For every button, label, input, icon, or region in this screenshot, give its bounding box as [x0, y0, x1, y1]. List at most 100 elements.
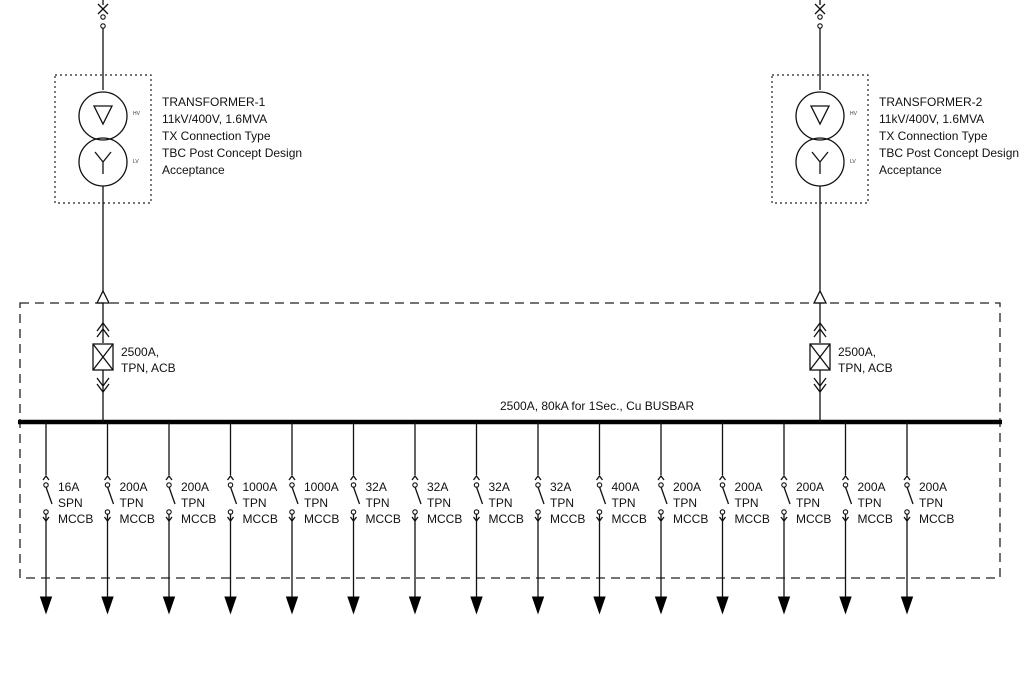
feeder-12: 200A TPN MCCB	[716, 422, 770, 615]
mccb-blade	[844, 486, 853, 505]
mccb-contact	[412, 482, 418, 488]
isolator-contact	[100, 14, 106, 20]
switchboard-structure: 2500A, 80kA for 1Sec., Cu BUSBAR	[18, 302, 1002, 579]
mccb-blade	[45, 486, 53, 505]
mccb-contact	[781, 509, 787, 515]
feeder-rating: 200A	[858, 480, 886, 494]
outgoing-arrow	[347, 596, 360, 615]
feeder-poles: TPN	[489, 496, 513, 510]
mccb-contact	[535, 509, 541, 515]
feeder-rating: 1000A	[243, 480, 278, 494]
mccb-blade	[537, 486, 545, 505]
outgoing-arrow	[285, 596, 299, 615]
drawout-contact-top	[813, 321, 827, 338]
drawout-contact-bottom	[813, 377, 827, 394]
mccb-contact	[43, 482, 49, 488]
mccb-contact	[289, 509, 295, 515]
incomer-type: TPN, ACB	[838, 361, 893, 375]
feeder-poles: TPN	[919, 496, 943, 510]
feeder-rating: 200A	[735, 480, 763, 494]
isolator-contact	[100, 23, 106, 29]
feeder-rating: 32A	[427, 480, 448, 494]
drawout-contact-bottom	[96, 377, 110, 394]
mccb-arc-top	[103, 474, 112, 481]
feeder-poles: TPN	[304, 496, 328, 510]
mccb-contact	[289, 482, 295, 488]
transformer-label-line: TX Connection Type	[162, 129, 271, 143]
mccb-blade	[414, 486, 422, 505]
mccb-arc-top	[165, 474, 173, 481]
transformer-label-line: TX Connection Type	[879, 129, 988, 143]
isolator-contact	[817, 14, 823, 20]
mccb-arc-top	[42, 474, 50, 481]
mccb-arc-top	[718, 474, 727, 481]
mccb-contact	[350, 482, 357, 488]
mccb-contact	[473, 509, 480, 515]
switchboard-enclosure	[19, 302, 1001, 579]
mccb-blade	[660, 486, 668, 505]
feeder-rating: 16A	[58, 480, 79, 494]
feeder-device: MCCB	[120, 512, 155, 526]
feeder-device: MCCB	[181, 512, 216, 526]
feeder-rating: 32A	[366, 480, 387, 494]
mccb-arc-top	[595, 474, 604, 481]
mccb-contact	[596, 509, 603, 515]
feeder-poles: TPN	[243, 496, 267, 510]
feeder-device: MCCB	[304, 512, 339, 526]
mccb-blade	[106, 486, 115, 505]
cable-gland	[812, 289, 828, 304]
acb-cross	[809, 343, 831, 371]
outgoing-arrow	[101, 596, 114, 615]
feeder-device: MCCB	[858, 512, 893, 526]
outgoing-arrow	[900, 596, 914, 615]
feeder-poles: TPN	[735, 496, 759, 510]
mccb-arc-top	[226, 474, 235, 481]
transformer-label-line: 11kV/400V, 1.6MVA	[879, 112, 984, 126]
feeder-rating: 200A	[919, 480, 947, 494]
feeder-rating: 400A	[612, 480, 640, 494]
mccb-contact	[904, 509, 910, 515]
transformer-label-line: TBC Post Concept Design	[879, 146, 1019, 160]
outgoing-arrow	[224, 596, 237, 615]
outgoing-arrow	[162, 596, 176, 615]
mccb-arc-top	[349, 474, 358, 481]
transformer-enclosure	[54, 74, 152, 204]
cable-gland	[95, 289, 111, 304]
feeder-rating: 200A	[796, 480, 824, 494]
delta-symbol	[809, 105, 831, 126]
feeder-poles: TPN	[120, 496, 144, 510]
incomer-type: TPN, ACB	[121, 361, 176, 375]
incomer-rating: 2500A,	[121, 345, 159, 359]
outgoing-arrow	[39, 596, 53, 615]
mccb-blade	[475, 486, 484, 505]
outgoing-arrow	[408, 596, 422, 615]
outgoing-arrow	[593, 596, 606, 615]
mccb-contact	[104, 509, 111, 515]
transformer-label-line: Acceptance	[879, 163, 942, 177]
lv-tag: LV	[850, 159, 856, 165]
feeder-device: MCCB	[735, 512, 770, 526]
feeder-poles: TPN	[858, 496, 882, 510]
mccb-blade	[291, 486, 299, 505]
outgoing-arrow	[470, 596, 483, 615]
star-symbol	[94, 151, 112, 174]
feeder-poles: TPN	[673, 496, 697, 510]
mccb-contact	[412, 509, 418, 515]
mccb-contact	[719, 509, 726, 515]
star-symbol	[811, 151, 829, 174]
isolator-cross	[97, 3, 109, 15]
mccb-arc-top	[841, 474, 850, 481]
mccb-arc-top	[534, 474, 542, 481]
feeder-poles: TPN	[366, 496, 390, 510]
mccb-arc-top	[472, 474, 481, 481]
